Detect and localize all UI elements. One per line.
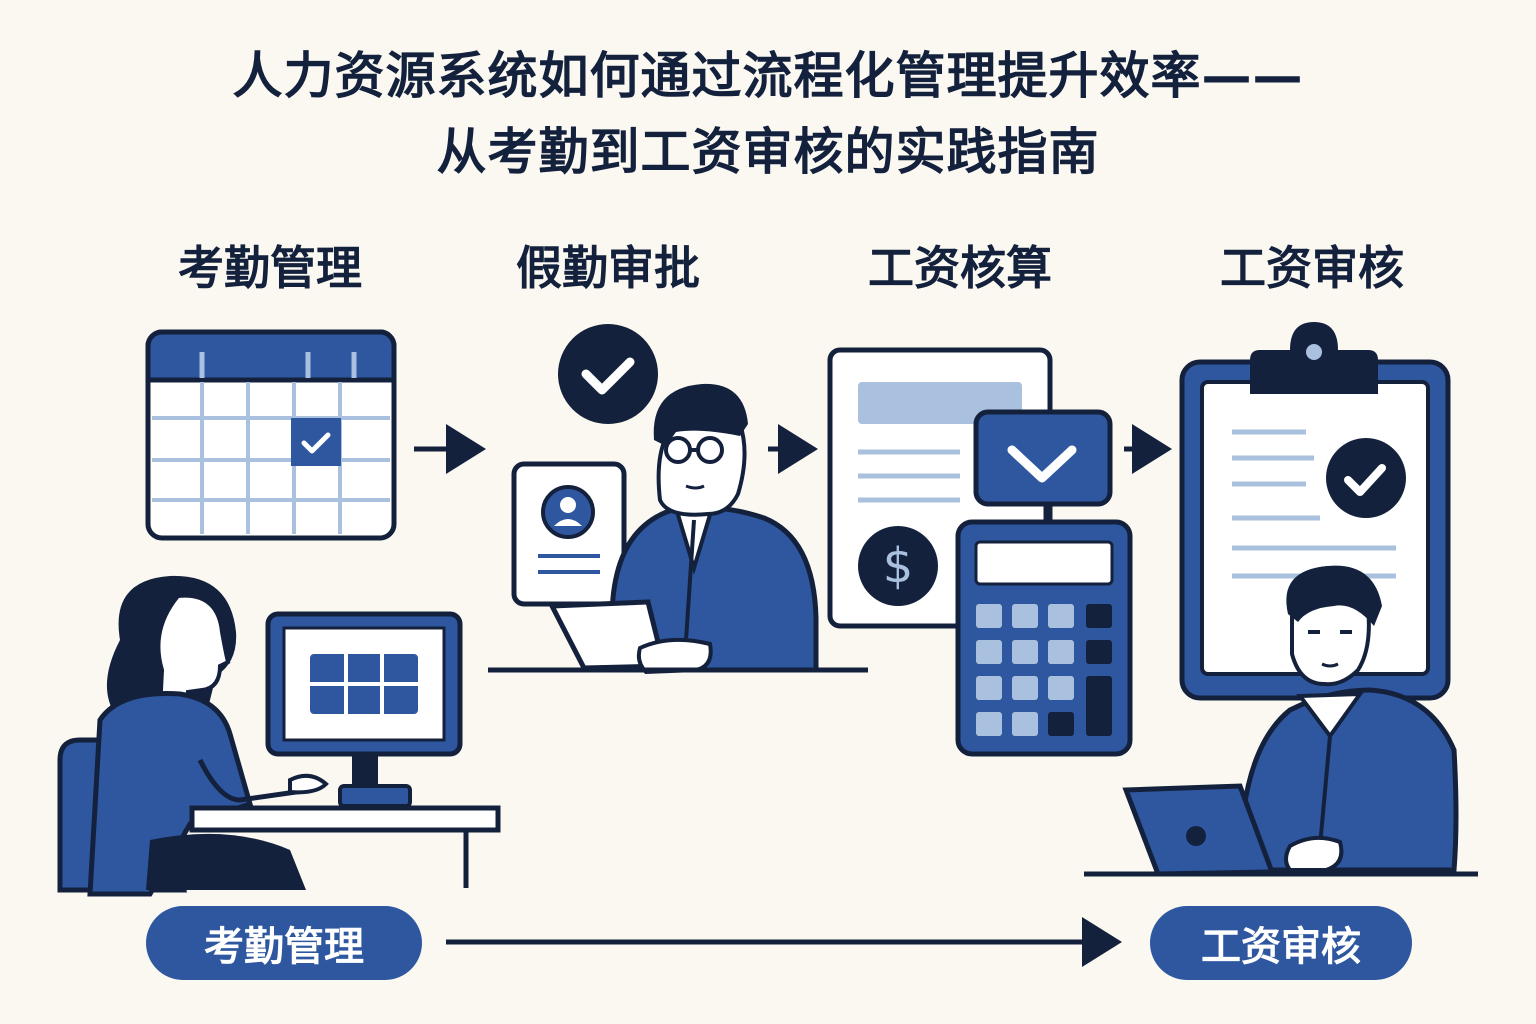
svg-text:$: $ [883, 538, 914, 594]
flow-end-label: 工资审核 [1201, 924, 1361, 970]
step-label-leave-approval: 假勤审批 [516, 241, 700, 295]
flow-start-pill: 考勤管理 [146, 906, 422, 980]
dollar-coin-icon [858, 526, 938, 606]
diagram-title-line-2: 从考勤到工资审核的实践指南 [436, 123, 1100, 181]
review-check-icon [1326, 438, 1406, 518]
leave-approval-illustration [488, 324, 868, 675]
step-label-payroll-review: 工资审核 [1220, 241, 1404, 295]
payroll-calculation-illustration: $ [827, 347, 1133, 757]
flow-start-label: 考勤管理 [204, 924, 364, 970]
calculator-icon [955, 519, 1133, 757]
flow-end-pill: 工资审核 [1150, 906, 1412, 980]
employee-at-computer-illustration [57, 575, 501, 897]
step-label-payroll-calculation: 工资核算 [868, 241, 1052, 295]
approval-check-icon [558, 324, 658, 424]
clipboard-icon [1179, 322, 1451, 701]
payroll-review-illustration [1084, 322, 1478, 877]
calendar-icon [145, 329, 397, 541]
step-label-attendance: 考勤管理 [178, 241, 362, 295]
diagram-title-line-1: 人力资源系统如何通过流程化管理提升效率—— [232, 47, 1304, 105]
